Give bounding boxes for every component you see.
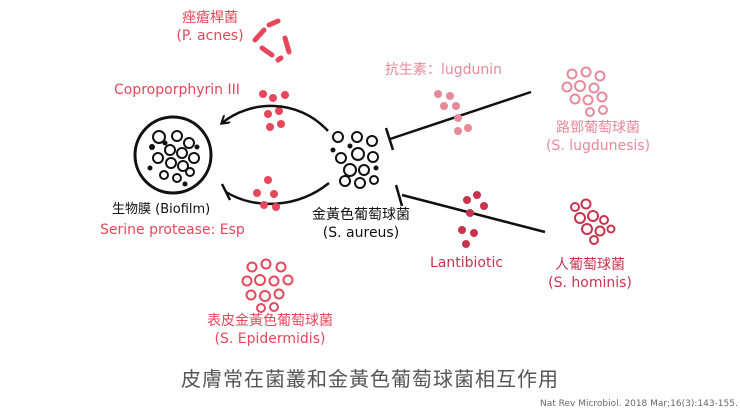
diagram-title: 皮膚常在菌叢和金黃色葡萄球菌相互作用 — [181, 367, 559, 391]
s-aureus-name-en: (S. aureus) — [322, 225, 400, 241]
s-lugdunensis-name-en: (S. lugdunesis) — [545, 138, 651, 154]
coproporphyrin-label: Coproporphyrin III — [114, 82, 240, 98]
s-lugdunensis-name-cn: 路鄧葡萄球菌 — [556, 120, 640, 136]
lugdunin-dots-icon — [434, 90, 472, 135]
lugdunin-label: 抗生素：lugdunin — [385, 62, 503, 78]
biofilm-icon — [133, 115, 213, 195]
s-lugdunensis-cluster-icon — [561, 66, 608, 117]
p-acnes-rods-icon — [252, 18, 292, 63]
lantibiotic-label: Lantibiotic — [430, 255, 504, 271]
s-hominis-name-cn: 人葡萄球菌 — [555, 257, 625, 273]
s-aureus-cluster-icon — [332, 131, 379, 189]
serine-protease-dots-icon — [253, 176, 280, 211]
citation: Nat Rev Microbiol. 2018 Mar;16(3):143-15… — [540, 399, 738, 409]
s-epidermidis-name-en: (S. Epidermidis) — [214, 331, 326, 347]
s-epidermidis-name-cn: 表皮金黃色葡萄球菌 — [207, 313, 333, 329]
s-aureus-name-cn: 金黃色葡萄球菌 — [312, 207, 410, 223]
p-acnes-name-cn: 痤瘡桿菌 — [182, 10, 238, 26]
biofilm-label: 生物膜 (Biofilm) — [112, 202, 211, 217]
s-hominis-name-en: (S. hominis) — [548, 275, 632, 291]
s-hominis-cluster-icon — [570, 198, 616, 245]
coproporphyrin-dots-icon — [259, 90, 289, 131]
aureus-to-biofilm-arrow — [222, 104, 329, 132]
serine-protease-label: Serine protease: Esp — [100, 222, 245, 238]
lantibiotic-dots-icon — [458, 191, 488, 248]
p-acnes-name-en: (P. acnes) — [176, 28, 244, 44]
s-epidermidis-cluster-icon — [241, 258, 294, 313]
